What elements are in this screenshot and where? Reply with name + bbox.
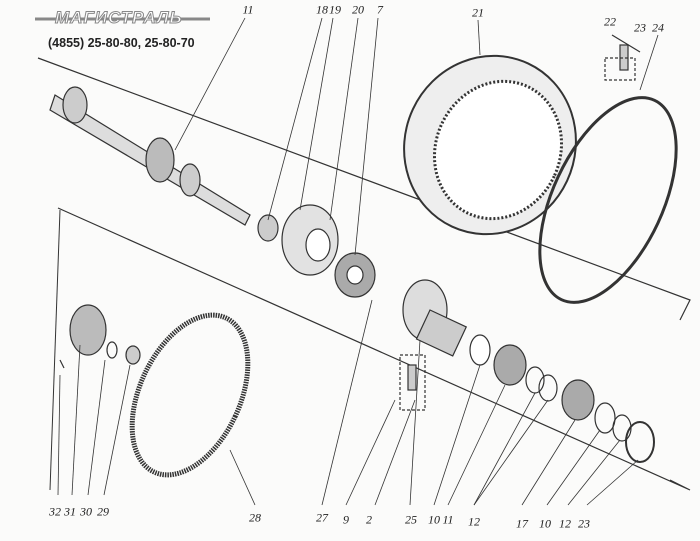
callout-label: 27 [316,510,328,525]
brand-logo [35,8,210,30]
callout-label: 11 [442,512,454,527]
callout-label: 24 [652,20,664,35]
bearing-cup-18 [257,214,279,242]
bolt-9 [399,354,426,411]
callout-label: 7 [377,2,383,17]
bolt-22 [604,34,641,81]
callout-label: 29 [97,504,109,519]
callout-label: 25 [405,512,417,527]
callout-label: 12 [559,516,571,531]
shaft-part-11 [49,86,251,226]
callout-label: 30 [80,504,92,519]
callout-label: 23 [634,20,646,35]
rings-10-11-12 [469,334,655,463]
callout-label: 10 [428,512,440,527]
callout-label: 10 [539,516,551,531]
flange-19-20 [281,204,339,276]
ring-gear-21 [403,54,577,236]
hub-25 [402,279,468,357]
ring-28 [129,312,251,478]
callout-label: 2 [366,512,372,527]
callout-label: 31 [64,504,76,519]
upper-assembly-boundary [37,57,691,321]
gear-31 [69,304,107,356]
callout-label: 21 [472,5,484,20]
callout-label: 20 [352,2,364,17]
callout-label: 11 [242,2,254,17]
callout-label: 23 [578,516,590,531]
leader-lines [57,17,659,506]
callout-label: 19 [329,2,341,17]
small-parts-29-30-32 [59,341,141,369]
lower-assembly-boundary [57,207,691,491]
callout-label: 22 [604,14,616,29]
callout-label: 12 [468,514,480,529]
callout-label: 18 [316,2,328,17]
callout-label: 9 [343,512,349,527]
logo-text: МАГИСТРАЛЬ [55,8,183,28]
callout-label: 32 [49,504,61,519]
phone-number: (4855) 25-80-80, 25-80-70 [48,36,195,50]
bearing-7 [334,252,376,298]
callout-label: 17 [516,516,528,531]
ring-24 [538,96,678,304]
callout-label: 28 [249,510,261,525]
